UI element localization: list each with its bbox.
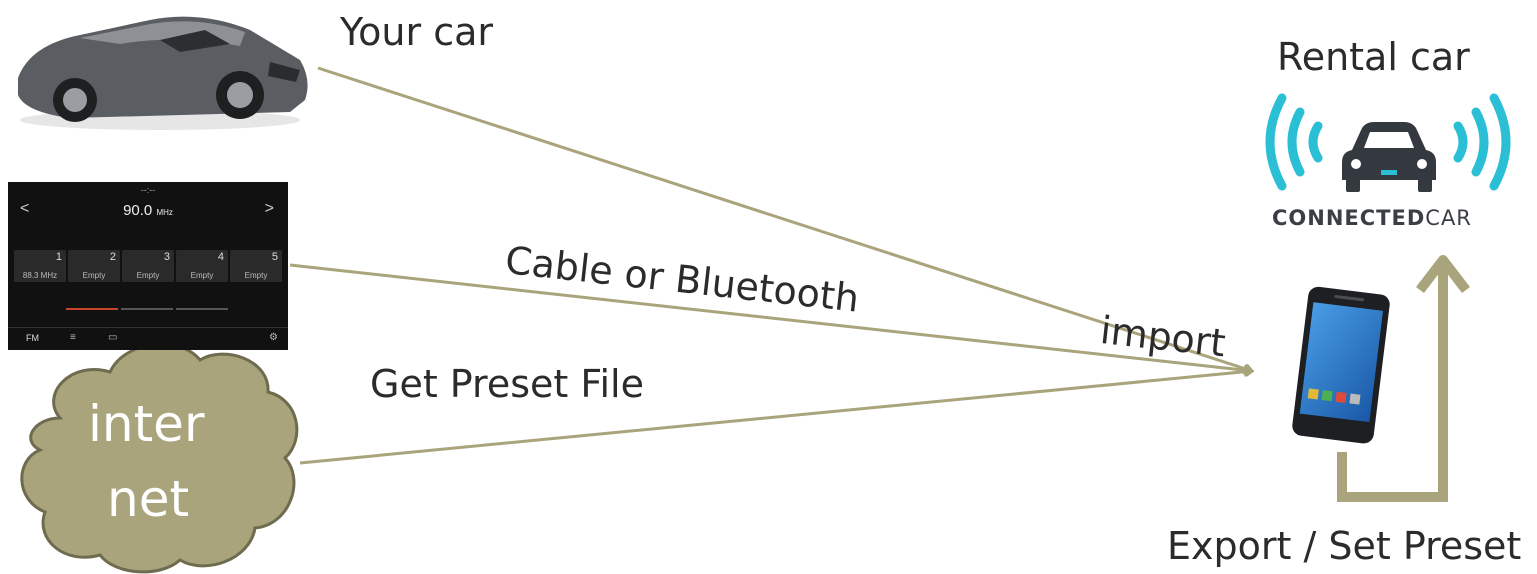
connected-car-logo — [1265, 93, 1511, 191]
preset-station: Empty — [244, 271, 268, 280]
radio-prev-button[interactable]: < — [20, 200, 30, 217]
smartphone-image — [1292, 286, 1390, 444]
preset-page-indicator — [66, 308, 228, 310]
arrow-internet-to-phone — [299, 371, 1252, 465]
label-rental-car: Rental car — [1277, 35, 1470, 79]
preset-station: Empty — [82, 271, 106, 280]
preset-number: 5 — [271, 251, 278, 263]
arrow-phone-to-rental-car — [1337, 255, 1470, 502]
preset-number: 4 — [217, 251, 224, 263]
label-export-set-preset: Export / Set Preset — [1167, 524, 1522, 568]
page-indicator — [121, 308, 173, 310]
scan-icon[interactable]: ▭ — [108, 332, 118, 343]
preset-button[interactable]: 1 88.3 MHz — [14, 250, 66, 282]
radio-next-button[interactable]: > — [264, 200, 274, 217]
car-icon — [1342, 122, 1436, 192]
preset-station: 88.3 MHz — [22, 271, 58, 280]
preset-number: 1 — [55, 251, 62, 263]
preset-station: Empty — [136, 271, 160, 280]
radio-clock: --:-- — [140, 185, 156, 195]
preset-number: 2 — [109, 251, 116, 263]
list-icon[interactable]: ≡ — [70, 332, 76, 343]
internet-label-line1: inter — [88, 395, 205, 453]
page-indicator-active — [66, 308, 118, 310]
wordmark-connected: CONNECTED — [1272, 206, 1426, 230]
frequency-value: 90.0 — [123, 202, 153, 219]
preset-station: Empty — [190, 271, 214, 280]
preset-number: 3 — [163, 251, 170, 263]
arrow-radio-to-phone — [289, 263, 1252, 371]
settings-icon[interactable]: ⚙ — [269, 332, 278, 343]
internet-cloud — [20, 342, 299, 574]
wordmark-car: CAR — [1425, 206, 1472, 230]
radio-frequency: 90.0 MHz — [8, 202, 288, 219]
sports-car-image — [18, 16, 308, 130]
radio-bottom-bar: FM ≡ ▭ ⚙ — [8, 327, 288, 350]
internet-label-line2: net — [107, 470, 190, 528]
label-your-car: Your car — [340, 10, 494, 54]
arrow-your-car-to-phone — [317, 66, 1252, 371]
band-label[interactable]: FM — [26, 333, 39, 343]
frequency-unit: MHz — [156, 208, 173, 217]
label-get-preset-file: Get Preset File — [370, 362, 644, 406]
connected-car-wordmark: CONNECTEDCAR — [1272, 206, 1472, 230]
page-indicator — [176, 308, 228, 310]
